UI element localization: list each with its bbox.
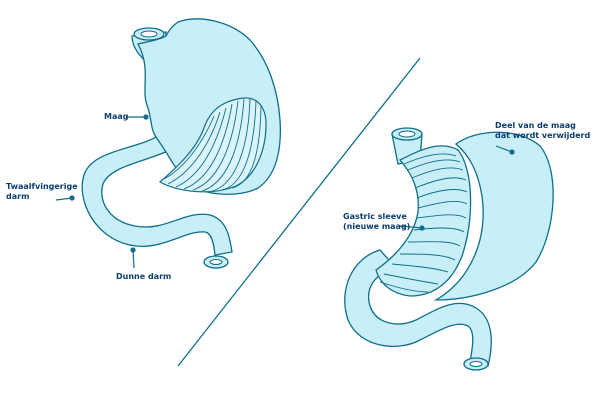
gastric-sleeve-shape xyxy=(375,145,472,297)
label-dunne-darm: Dunne darm xyxy=(116,272,172,281)
deel-verwijderd-dot xyxy=(509,149,515,155)
label-twaalfvingerige-darm: Twaalfvingerige darm xyxy=(6,182,78,201)
label-leaders xyxy=(55,114,515,269)
sleeve-stomach xyxy=(344,127,554,371)
removed-stomach-part xyxy=(433,131,554,301)
twaalfvingerige-darm-dot xyxy=(69,195,75,201)
label-maag: Maag xyxy=(104,112,129,121)
gastric-sleeve-dot xyxy=(419,225,425,231)
normal-stomach xyxy=(81,18,282,269)
sleeve-fold-lines xyxy=(379,153,468,293)
label-deel-verwijderd: Deel van de maag dat wordt verwijderd xyxy=(495,121,591,140)
small-intestine-shape xyxy=(81,134,233,256)
label-gastric-sleeve: Gastric sleeve (nieuwe maag) xyxy=(343,212,411,231)
stomach-fold-lines xyxy=(161,98,262,192)
maag-dot xyxy=(143,114,149,120)
divider-line xyxy=(177,57,421,367)
dunne-darm-dot xyxy=(130,247,136,253)
